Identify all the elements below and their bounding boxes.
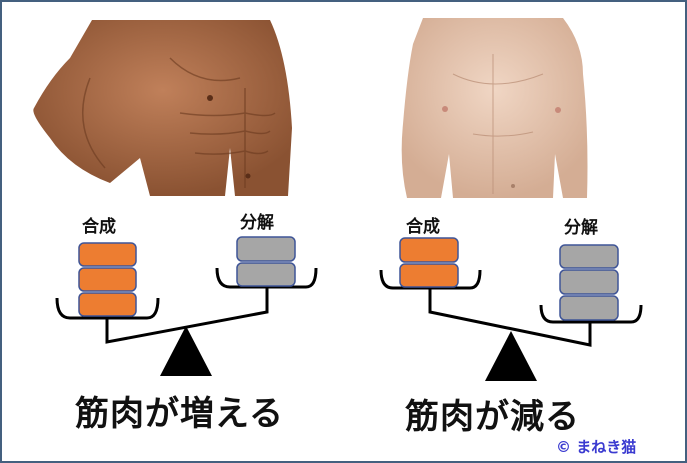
- muscular-torso-image: [33, 20, 292, 196]
- right-synthesis-label: 合成: [406, 217, 440, 237]
- left-synthesis-label: 合成: [82, 217, 116, 237]
- left-scale: [55, 236, 318, 376]
- thin-torso-image: [401, 18, 588, 198]
- right-caption: 筋肉が減る: [405, 397, 580, 437]
- left-caption: 筋肉が増える: [75, 394, 284, 434]
- right-breakdown-label: 分解: [564, 218, 598, 238]
- credit: © まねき猫: [556, 438, 637, 456]
- left-breakdown-label: 分解: [240, 213, 274, 233]
- right-scale: [379, 237, 643, 381]
